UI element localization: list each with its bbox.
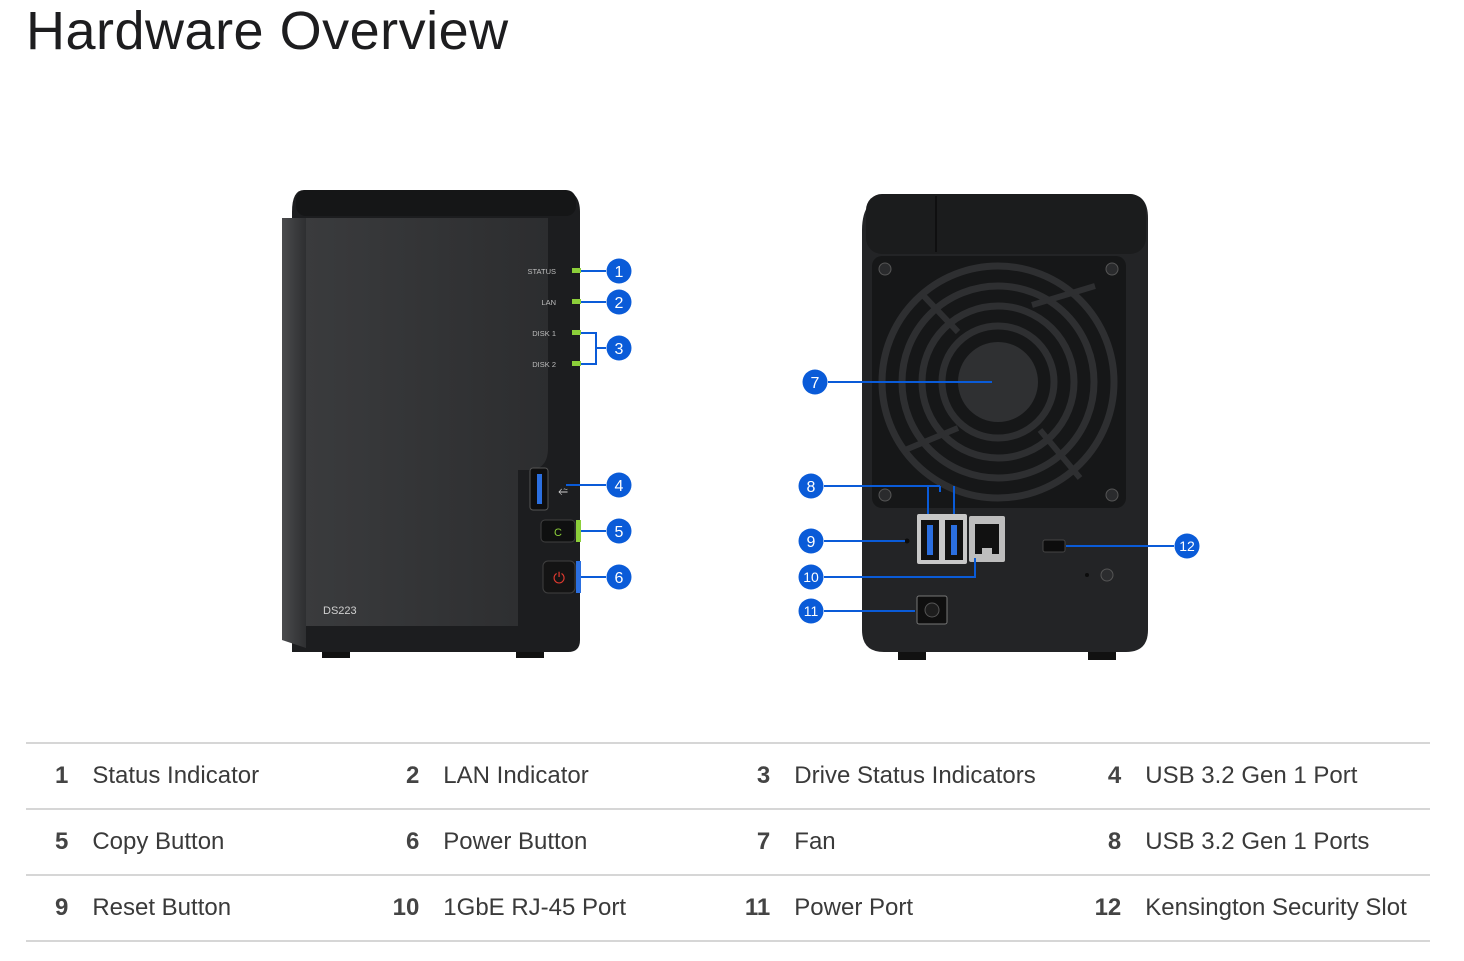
fan-screw-tr: [1105, 262, 1119, 276]
legend-number: 12: [1078, 874, 1146, 942]
model-label: DS223: [323, 605, 357, 617]
svg-text:8: 8: [807, 479, 816, 496]
front-top-edge: [296, 190, 576, 216]
legend-number: 2: [376, 742, 444, 810]
back-foot-left: [898, 650, 926, 660]
svg-text:2: 2: [615, 295, 624, 312]
svg-text:6: 6: [615, 570, 624, 587]
svg-text:9: 9: [807, 534, 816, 551]
led-label-status: STATUS: [528, 267, 556, 276]
copy-button: [540, 519, 576, 543]
svg-text:4: 4: [615, 478, 624, 495]
callout-6: 6: [606, 564, 632, 590]
svg-text:5: 5: [615, 524, 624, 541]
legend-label: Kensington Security Slot: [1145, 874, 1430, 942]
back-callout-lines: [824, 381, 1174, 612]
legend-number: 1: [26, 742, 93, 810]
usb-icon: ⭉: [558, 484, 568, 498]
front-foot-right: [516, 648, 544, 658]
legend-label: Power Button: [443, 808, 728, 876]
legend-label: Drive Status Indicators: [794, 742, 1079, 810]
legend-label: Power Port: [794, 874, 1079, 942]
callout-5: 5: [606, 518, 632, 544]
legend-label: USB 3.2 Gen 1 Ports: [1145, 808, 1430, 876]
legend-number: 11: [727, 874, 795, 942]
power-icon: ⏻: [553, 570, 565, 587]
legend-number: 9: [26, 874, 93, 942]
callout-11: 11: [798, 598, 824, 624]
copy-icon: C: [554, 527, 562, 539]
status-led: [572, 268, 581, 273]
callout-1: 1: [606, 258, 632, 284]
back-unit: 7 8 9 10 11 12: [798, 194, 1200, 660]
front-foot-left: [322, 648, 350, 658]
callout-9: 9: [798, 528, 824, 554]
svg-text:10: 10: [803, 569, 819, 585]
rear-small-hole: [1085, 573, 1089, 577]
legend-number: 5: [26, 808, 93, 876]
hardware-illustration: DS223 STATUS LAN DISK 1 DISK 2 ⭉ C ⏻: [282, 190, 1200, 660]
fan-screw-tl: [878, 262, 892, 276]
disk1-led: [572, 330, 581, 335]
fan-grill-struts: [903, 283, 1096, 480]
callout-10: 10: [798, 564, 824, 590]
power-button: [542, 560, 576, 594]
front-panel: [306, 218, 548, 626]
fan-hub: [958, 342, 1038, 422]
legend-label: Status Indicator: [92, 742, 377, 810]
legend-row: 1 Status Indicator 2 LAN Indicator 3 Dri…: [26, 742, 1430, 810]
svg-text:3: 3: [615, 341, 624, 358]
back-top-edge: [866, 194, 1146, 254]
dc-power-port-socket: [924, 602, 940, 618]
legend-number: 6: [376, 808, 444, 876]
power-button-led: [576, 561, 581, 593]
led-label-lan: LAN: [541, 298, 556, 307]
svg-text:1: 1: [615, 264, 624, 281]
front-usb-port-tongue: [537, 474, 542, 504]
front-unit: DS223 STATUS LAN DISK 1 DISK 2 ⭉ C ⏻: [282, 190, 632, 658]
front-callout-lines: [566, 270, 606, 578]
fan-screw-br: [1105, 488, 1119, 502]
callout-3: 3: [606, 335, 632, 361]
legend-number: 8: [1078, 808, 1146, 876]
rear-usb-port-2-tongue: [951, 525, 957, 555]
legend-row: 5 Copy Button 6 Power Button 7 Fan 8 USB…: [26, 808, 1430, 876]
callout-8: 8: [798, 473, 824, 499]
legend-label: 1GbE RJ-45 Port: [443, 874, 728, 942]
legend-number: 10: [376, 874, 444, 942]
back-foot-right: [1088, 650, 1116, 660]
copy-button-led: [576, 520, 581, 542]
callout-4: 4: [606, 472, 632, 498]
legend-label: Reset Button: [92, 874, 377, 942]
rj45-port-clip: [982, 548, 992, 554]
legend-label: Fan: [794, 808, 1079, 876]
disk2-led: [572, 361, 581, 366]
legend-number: 3: [727, 742, 795, 810]
callout-7: 7: [802, 369, 828, 395]
rear-usb-port-1-tongue: [927, 525, 933, 555]
kensington-slot: [1042, 539, 1066, 553]
callout-12: 12: [1174, 533, 1200, 559]
legend-number: 4: [1078, 742, 1146, 810]
svg-text:11: 11: [804, 603, 819, 619]
front-side-bevel: [282, 218, 306, 648]
callout-2: 2: [606, 289, 632, 315]
component-legend-table: 1 Status Indicator 2 LAN Indicator 3 Dri…: [26, 742, 1430, 942]
fan-screw-bl: [878, 488, 892, 502]
led-label-disk2: DISK 2: [532, 360, 556, 369]
page-title: Hardware Overview: [26, 1, 509, 61]
svg-text:12: 12: [1179, 538, 1195, 554]
led-label-disk1: DISK 1: [532, 329, 556, 338]
legend-number: 7: [727, 808, 795, 876]
legend-row: 9 Reset Button 10 1GbE RJ-45 Port 11 Pow…: [26, 874, 1430, 942]
reset-hole: [904, 538, 910, 544]
legend-label: USB 3.2 Gen 1 Port: [1145, 742, 1430, 810]
legend-label: LAN Indicator: [443, 742, 728, 810]
ground-screw: [1100, 568, 1114, 582]
legend-label: Copy Button: [92, 808, 377, 876]
svg-text:7: 7: [811, 375, 820, 392]
lan-led: [572, 299, 581, 304]
